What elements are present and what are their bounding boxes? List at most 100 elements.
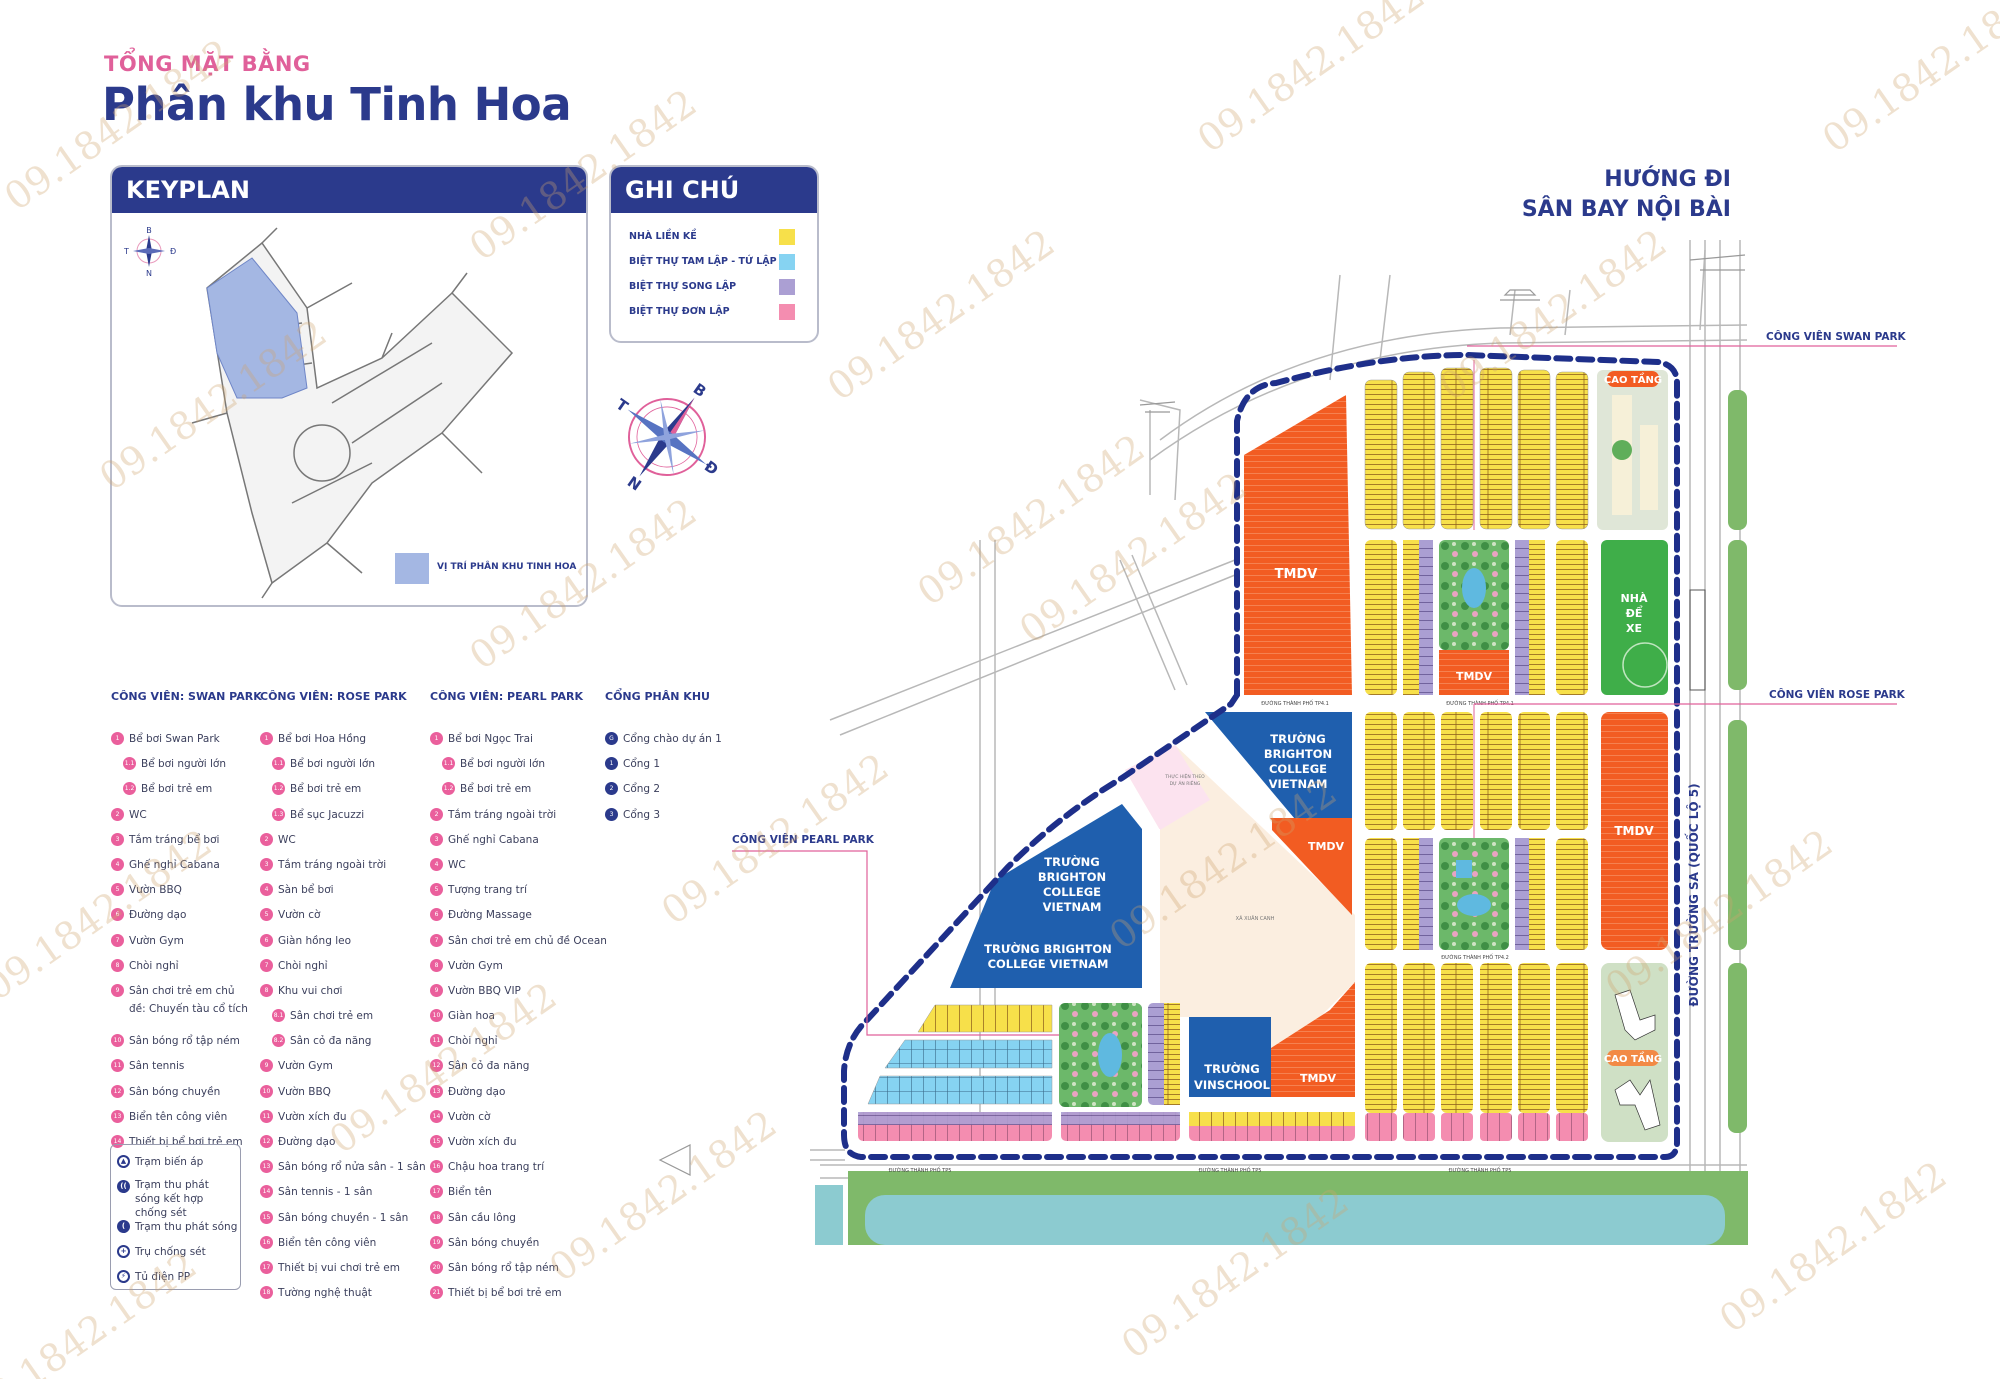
utility-item: ⚡ Tủ điện PP [117, 1268, 234, 1293]
utility-label: Trạm biến áp [135, 1156, 204, 1168]
parking-building [1601, 540, 1668, 695]
svg-text:VIETNAM: VIETNAM [1043, 900, 1102, 914]
gate-icon: 1 [605, 757, 618, 771]
svg-text:COLLEGE VIETNAM: COLLEGE VIETNAM [988, 957, 1109, 971]
item-label: Chậu hoa trang trí [448, 1161, 545, 1174]
townhouse-blocks-row-2: TMDV [1365, 540, 1588, 695]
svg-text:TMDV: TMDV [1456, 670, 1493, 683]
park-legend-title: CỔNG PHÂN KHU [605, 690, 710, 703]
xa-xuan-canh-label: XÃ XUÂN CANH [1236, 915, 1275, 922]
number-badge: 1.1 [442, 757, 455, 771]
utility-label: Trụ chống sét [135, 1246, 206, 1258]
svg-text:VINSCHOOL: VINSCHOOL [1194, 1078, 1271, 1092]
park-legend-item: 9 Vườn Gym [260, 1057, 426, 1082]
townhouse-block [1556, 963, 1588, 1113]
park-legend-item: 17 Biển tên [430, 1183, 607, 1208]
utility-item: + Trụ chống sét [117, 1243, 234, 1268]
svg-text:DỰ ÁN RIÊNG: DỰ ÁN RIÊNG [1170, 779, 1201, 787]
park-legend-item: 13 Sân bóng rổ nửa sân - 1 sân [260, 1158, 426, 1183]
item-label: Vườn cờ [448, 1110, 491, 1123]
svg-text:ĐƯỜNG THÀNH PHỐ TP5: ĐƯỜNG THÀNH PHỐ TP5 [1199, 1166, 1262, 1174]
park-legend-title: CÔNG VIÊN: ROSE PARK [260, 690, 407, 703]
item-label: Sân cầu lông [448, 1211, 516, 1224]
item-label: Bể bơi Hoa Hồng [278, 733, 367, 745]
keyplan-tinh-hoa-area [206, 257, 308, 399]
legend-title: GHI CHÚ [611, 167, 817, 213]
number-badge: 18 [260, 1286, 273, 1300]
svg-text:N: N [146, 269, 152, 278]
item-label: WC [278, 833, 296, 846]
park-legend-item: 16 Biển tên công viên [260, 1234, 426, 1259]
park-legend-item: 20 Sân bóng rổ tập ném [430, 1259, 607, 1284]
item-label: Vườn cờ [278, 909, 321, 922]
item-label: Bể bơi người lớn [290, 758, 375, 771]
park-legend-item: 6 Giàn hồng leo [260, 932, 426, 957]
lake-left [815, 1185, 843, 1245]
item-label: Ghế nghỉ Cabana [448, 833, 539, 846]
callout-swan-park: CÔNG VIÊN SWAN PARK [1766, 331, 1906, 343]
park-legend-column: CÔNG VIÊN: SWAN PARK 1 Bể bơi Swan Park … [111, 688, 262, 1158]
separate-project-area [1125, 745, 1210, 830]
number-badge: 3 [430, 832, 443, 846]
villa-block [1518, 1113, 1550, 1141]
tmdv-block-right [1601, 712, 1668, 950]
item-label: Sân bóng rổ nửa sân - 1 sân [278, 1161, 426, 1174]
number-badge: 8.1 [272, 1009, 285, 1023]
number-badge: 4 [260, 883, 273, 897]
park-legend-item: 13 Biển tên công viên [111, 1108, 262, 1133]
utility-label: Trạm thu phát sóng kết hợp chống sét [135, 1179, 209, 1219]
svg-text:Đ: Đ [170, 247, 176, 256]
number-badge: 21 [430, 1286, 443, 1300]
number-badge: 8 [260, 983, 273, 997]
brighton-school-lower [950, 804, 1142, 988]
item-label: Bể bơi trẻ em [460, 783, 532, 796]
item-label: Tắm tráng bể bơi [129, 833, 220, 846]
park-legend-item: 11 Chòi nghỉ [430, 1032, 607, 1057]
park-legend-item: 1.1 Bể bơi người lớn [430, 755, 607, 780]
item-label: Biển tên công viên [278, 1236, 377, 1249]
park-legend-item: 1.2 Bể bơi trẻ em [111, 780, 262, 805]
number-badge: 1.1 [272, 757, 285, 771]
number-badge: 1.2 [442, 782, 455, 796]
villa-block [1365, 1113, 1397, 1141]
park-legend-item: 1 Bể bơi Hoa Hồng [260, 730, 426, 755]
number-badge: 10 [430, 1009, 443, 1023]
number-badge: 15 [260, 1210, 273, 1224]
item-label: Sân cỏ đa năng [448, 1060, 530, 1073]
item-label: Bể sục Jacuzzi [290, 808, 365, 821]
number-badge: 3 [111, 832, 124, 846]
townhouse-block [1441, 963, 1473, 1113]
lightning-rod-icon: + [117, 1245, 130, 1258]
park-legend-item: 8 Khu vui chơi [260, 982, 426, 1007]
svg-text:ĐƯỜNG THÀNH PHỐ TP5: ĐƯỜNG THÀNH PHỐ TP5 [889, 1166, 952, 1174]
number-badge: 9 [260, 1059, 273, 1073]
park-legend-item: 1 Cổng 1 [605, 755, 722, 780]
gate-icon: G [605, 732, 618, 745]
number-badge: 5 [111, 883, 124, 897]
number-badge: 2 [430, 807, 443, 821]
item-label: Cổng 2 [623, 783, 661, 796]
item-label: Tường nghệ thuật [278, 1287, 372, 1300]
park-legend-item: 6 Đường dạo [111, 906, 262, 931]
item-label: Sàn bể bơi [278, 884, 334, 897]
park-legend-item: 3 Ghế nghỉ Cabana [430, 831, 607, 856]
park-legend-item: 1.3 Bể sục Jacuzzi [260, 806, 426, 831]
number-badge: 13 [430, 1084, 443, 1098]
svg-text:TRƯỜNG: TRƯỜNG [1270, 731, 1325, 746]
number-badge: 3 [260, 857, 273, 871]
park-legend-item: 13 Đường dạo [430, 1083, 607, 1108]
xa-xuan-canh-area [1125, 745, 1355, 1065]
villa-blocks-bottom-left [858, 1003, 1355, 1141]
item-label: Sân tennis - 1 sân [278, 1186, 373, 1199]
park-legend-item: 1.2 Bể bơi trẻ em [430, 780, 607, 805]
item-label: Đường Massage [448, 909, 532, 922]
item-label: Sân bóng chuyền [129, 1085, 221, 1098]
park-legend-item: 7 Chòi nghỉ [260, 957, 426, 982]
number-badge: 20 [430, 1260, 443, 1274]
park-legend-title: CÔNG VIÊN: PEARL PARK [430, 690, 584, 703]
utility-item: (( Trạm thu phát sóng kết hợp chống sét [117, 1178, 235, 1219]
number-badge: 14 [260, 1185, 273, 1199]
item-label: Vườn BBQ VIP [448, 984, 521, 997]
park-legend-item: 10 Sân bóng rổ tập ném [111, 1032, 262, 1057]
lake [865, 1195, 1725, 1245]
